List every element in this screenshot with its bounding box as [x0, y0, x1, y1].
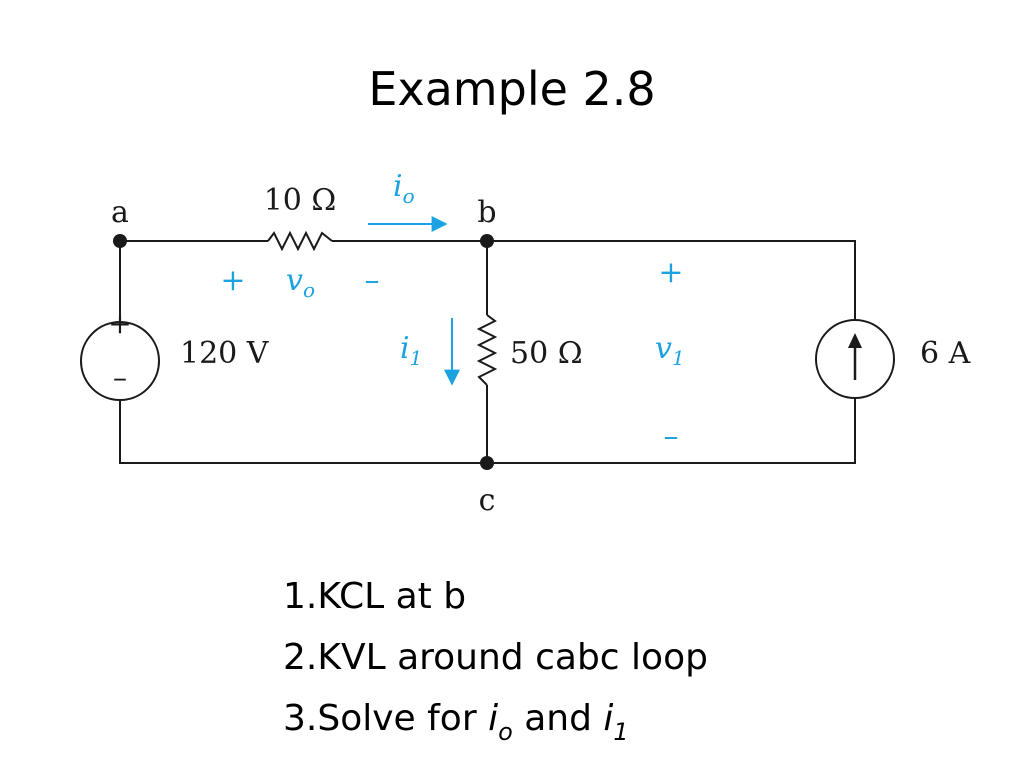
voltage-source: + – [80, 307, 160, 401]
voltage-source-label: 120 V [180, 336, 270, 371]
voltage-source-plus: + [108, 307, 131, 340]
wire-left [119, 240, 268, 322]
step-3-mid: and [512, 698, 604, 739]
current-source [815, 319, 895, 399]
step-2: 2.KVL around cabc loop [283, 637, 708, 678]
io-annotation: io [368, 169, 448, 232]
circuit-diagram: + – a b c 10 Ω 50 Ω 120 V 6 A io + vo – … [80, 169, 971, 518]
step-3-var1: i [488, 698, 499, 739]
i1-label: i [400, 331, 410, 366]
current-source-label: 6 A [920, 336, 971, 371]
node-a-label: a [111, 195, 129, 230]
i1-annotation: i1 [400, 318, 460, 386]
vo-subscript: o [303, 278, 315, 302]
v1-plus: + [658, 255, 683, 290]
step-3: 3.Solve for io and i1 [283, 688, 708, 753]
svg-text:io: io [393, 169, 415, 208]
io-subscript: o [403, 184, 415, 208]
resistor-10-ohm [267, 230, 333, 252]
step-3-prefix: 3.Solve for [283, 698, 489, 739]
slide-title: Example 2.8 [368, 62, 656, 116]
node-c-label: c [479, 483, 496, 518]
resistor-50-ohm [476, 314, 498, 386]
svg-text:vo: vo [286, 263, 315, 302]
node-b-label: b [477, 195, 496, 230]
step-3-var1-subscript: o [498, 718, 513, 746]
resistor-50-ohm-label: 50 Ω [510, 336, 583, 371]
vo-plus: + [220, 263, 245, 298]
v1-annotation: + v1 – [655, 255, 685, 454]
io-label: i [393, 169, 403, 204]
node-b-dot [480, 234, 494, 248]
svg-text:v1: v1 [655, 331, 685, 370]
v1-subscript: 1 [672, 346, 685, 370]
node-a-dot [113, 234, 127, 248]
step-3-var2: i [603, 698, 614, 739]
steps-list: 1.KCL at b 2.KVL around cabc loop 3.Solv… [283, 566, 708, 753]
vo-annotation: + vo – [220, 263, 379, 302]
i1-subscript: 1 [410, 346, 423, 370]
v1-minus: – [664, 419, 679, 454]
vo-label: v [286, 263, 303, 298]
step-3-var2-subscript: 1 [613, 718, 629, 746]
node-c-dot [480, 456, 494, 470]
resistor-10-ohm-label: 10 Ω [264, 183, 337, 218]
step-1: 1.KCL at b [283, 576, 467, 617]
svg-text:i1: i1 [400, 331, 422, 370]
v1-label: v [655, 331, 672, 366]
wire-top [332, 240, 856, 320]
voltage-source-minus: – [113, 361, 127, 394]
vo-minus: – [365, 263, 380, 298]
